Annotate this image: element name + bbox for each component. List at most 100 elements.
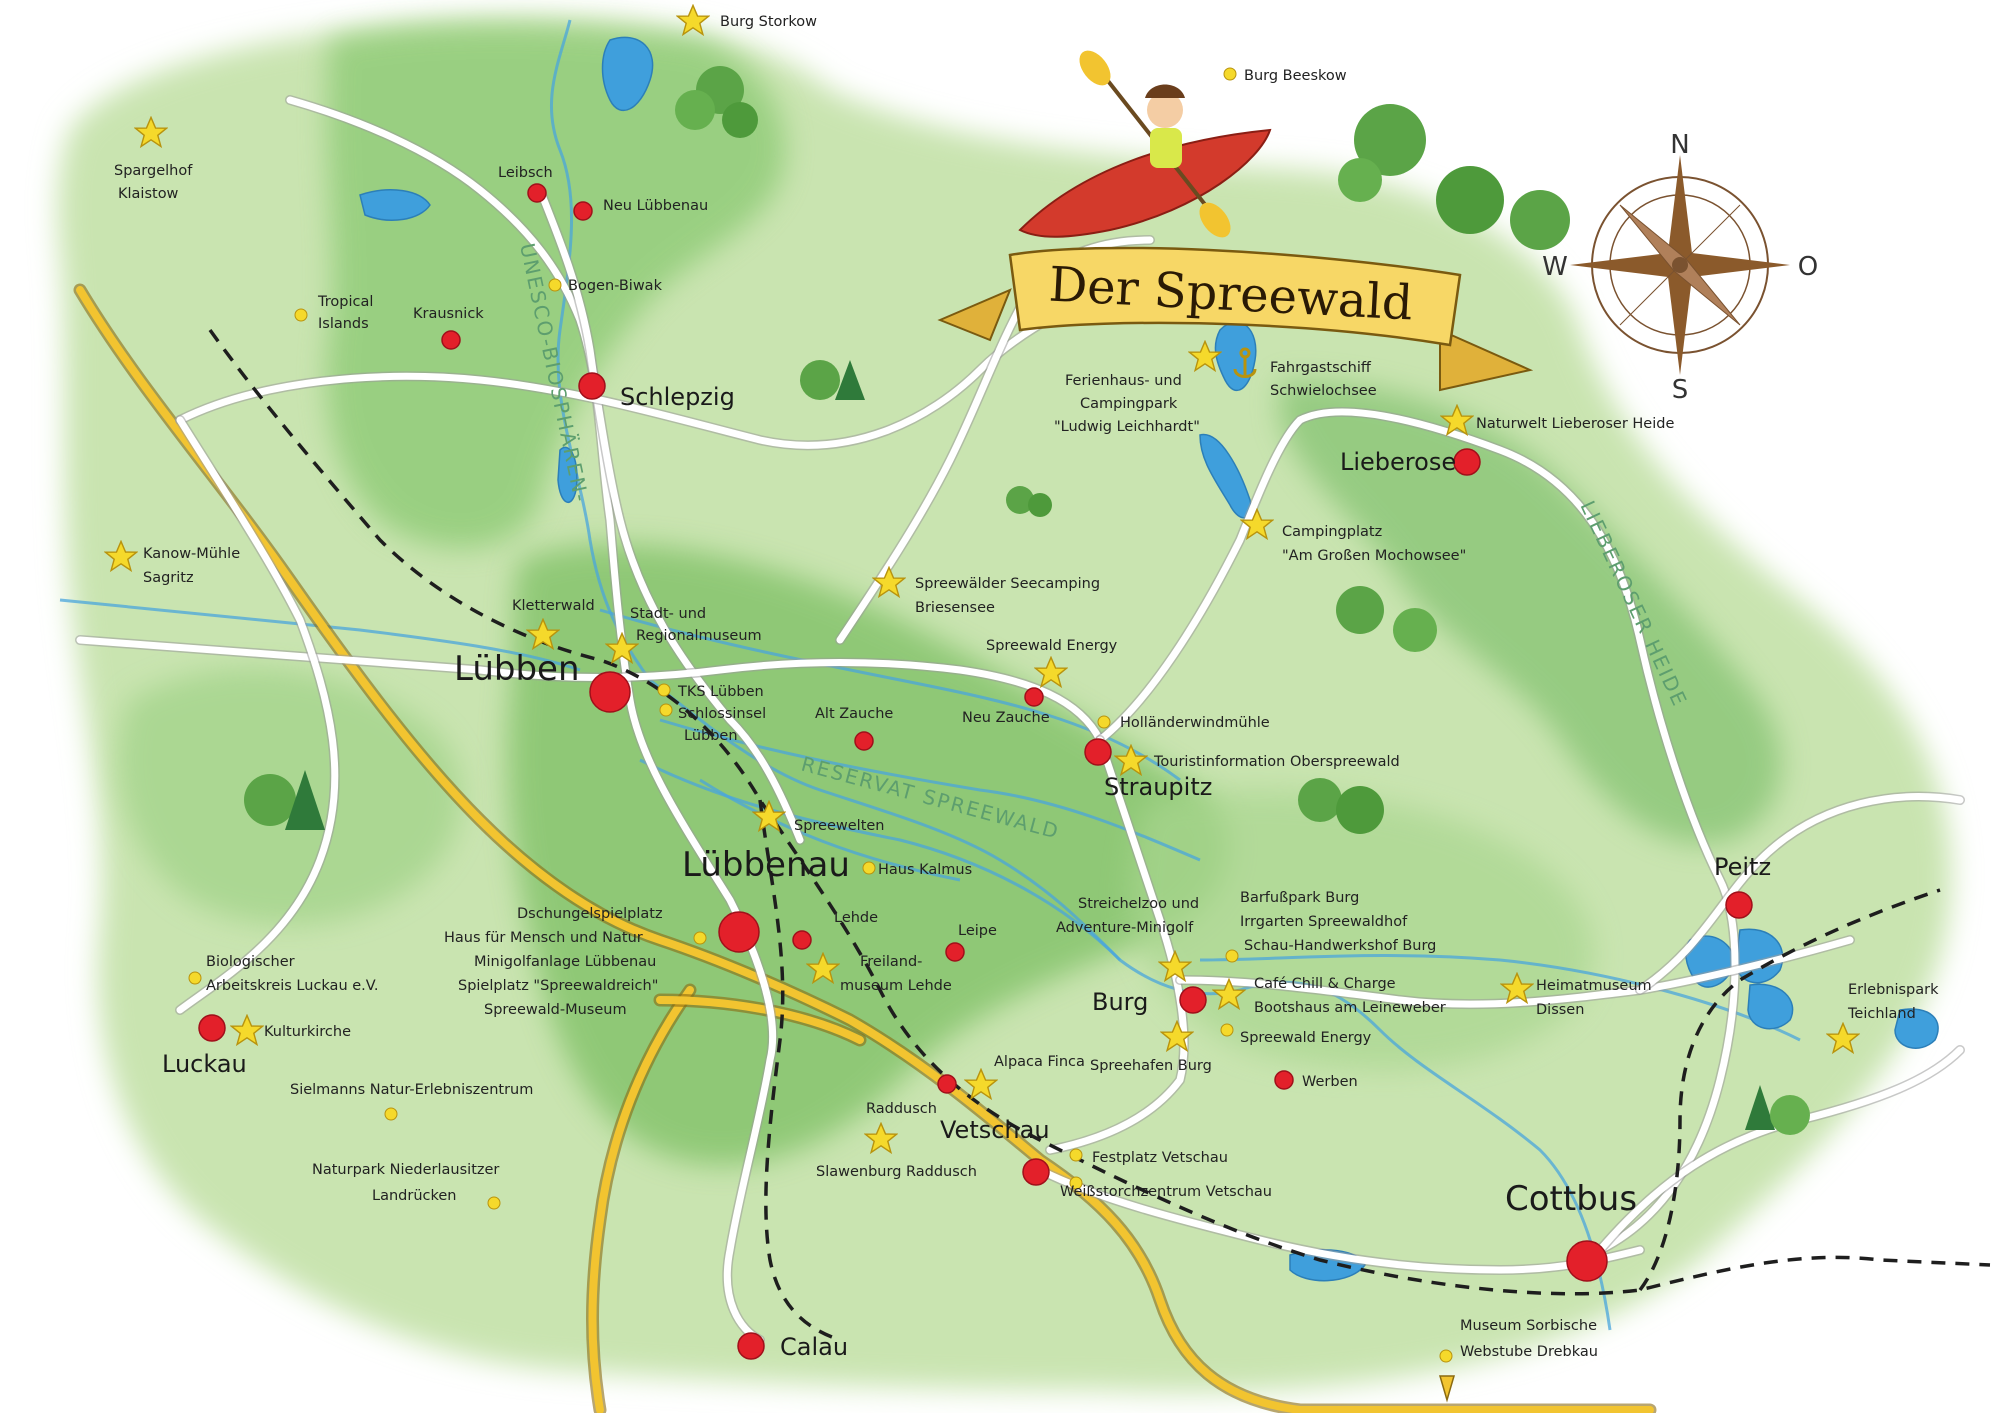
label-tks: TKS Lübben: [677, 684, 764, 700]
label-freiland-2: museum Lehde: [840, 978, 952, 994]
label-calau: Calau: [780, 1333, 848, 1361]
town-dot-lehde[interactable]: [792, 930, 812, 950]
label-bio: Biologischer: [206, 954, 295, 970]
label-bio-2: Arbeitskreis Luckau e.V.: [206, 978, 378, 994]
label-leibsch: Leibsch: [498, 165, 553, 181]
label-touristinfo: Touristinformation Oberspreewald: [1153, 754, 1400, 770]
label-neu-luebbenau: Neu Lübbenau: [603, 198, 708, 214]
poi-labels: Burg Storkow Burg Beeskow Spargelhof Kla…: [114, 14, 1939, 1360]
poi-dot[interactable]: [1069, 1148, 1083, 1162]
label-spargelhof-2: Klaistow: [118, 186, 179, 202]
tree-icon: [1745, 1085, 1810, 1135]
label-teich: Erlebnispark: [1848, 982, 1939, 998]
poi-dot[interactable]: [657, 683, 671, 697]
poi-dot[interactable]: [294, 308, 308, 322]
town-dot-peitz[interactable]: [1725, 891, 1753, 919]
poi-dot[interactable]: [1097, 715, 1111, 729]
poi-dot[interactable]: [1223, 67, 1237, 81]
label-sorbisch-2: Webstube Drebkau: [1460, 1344, 1598, 1360]
label-streichel: Streichelzoo und: [1078, 896, 1199, 912]
title-banner: Der Spreewald: [937, 246, 1534, 392]
poi-dot[interactable]: [384, 1107, 398, 1121]
town-dot-alt-zauche[interactable]: [854, 731, 874, 751]
poi-dot[interactable]: [548, 278, 562, 292]
poi-dot[interactable]: [659, 703, 673, 717]
label-burg: Burg: [1092, 988, 1148, 1016]
town-dot-luckau[interactable]: [198, 1014, 226, 1042]
label-ferien-3: "Ludwig Leichhardt": [1054, 419, 1200, 435]
town-markers: [198, 183, 1753, 1360]
label-slawenburg: Slawenburg Raddusch: [816, 1164, 977, 1180]
town-dot-krausnick[interactable]: [441, 330, 461, 350]
label-ferien-2: Campingpark: [1080, 396, 1178, 412]
compass-east: O: [1798, 252, 1818, 282]
railways: [208, 328, 1991, 1342]
poi-dot[interactable]: [188, 971, 202, 985]
label-luebbenau-1: Dschungelspielplatz: [517, 906, 663, 922]
poi-dot[interactable]: [693, 931, 707, 945]
town-dot-luebbenau[interactable]: [718, 911, 760, 953]
anchor-icon: [1233, 347, 1257, 378]
tree-icon: [800, 360, 865, 400]
label-lieberose: Lieberose: [1340, 448, 1456, 476]
town-dot-luebben[interactable]: [589, 671, 631, 713]
label-fahrgast-2: Schwielochsee: [1270, 383, 1377, 399]
town-dot-calau[interactable]: [737, 1332, 765, 1360]
label-heimat: Heimatmuseum: [1536, 978, 1652, 994]
town-dot-straupitz[interactable]: [1084, 738, 1112, 766]
label-schlossinsel-2: Lübben: [684, 728, 738, 744]
label-leipe: Leipe: [958, 923, 997, 939]
town-dot-werben[interactable]: [1274, 1070, 1294, 1090]
label-naturpark-2: Landrücken: [372, 1188, 456, 1204]
label-luckau: Luckau: [162, 1050, 247, 1078]
label-haus-kalmus: Haus Kalmus: [878, 862, 972, 878]
town-dot-leipe[interactable]: [945, 942, 965, 962]
label-luebbenau: Lübbenau: [682, 845, 850, 885]
label-cafe: Café Chill & Charge: [1254, 976, 1396, 992]
town-dot-vetschau[interactable]: [1022, 1158, 1050, 1186]
label-raddusch: Raddusch: [866, 1101, 937, 1117]
label-spreewald-energy: Spreewald Energy: [986, 638, 1118, 654]
compass-west: W: [1542, 252, 1568, 282]
town-dot-neu-zauche[interactable]: [1024, 687, 1044, 707]
poi-dot[interactable]: [1225, 949, 1239, 963]
label-cottbus: Cottbus: [1505, 1179, 1637, 1219]
tree-icon: [244, 770, 325, 830]
label-kanow-2: Sagritz: [143, 570, 194, 586]
compass-rose: N O S W: [1542, 130, 1818, 405]
town-labels: Lübben Lübbenau Cottbus Schlepzig Burg V…: [162, 165, 1771, 1361]
label-neu-zauche: Neu Zauche: [962, 710, 1050, 726]
label-spreehafen: Spreehafen Burg: [1090, 1058, 1212, 1074]
label-werben: Werben: [1302, 1074, 1358, 1090]
label-luebbenau-3: Minigolfanlage Lübbenau: [474, 954, 656, 970]
town-dot-neu-luebbenau[interactable]: [573, 201, 593, 221]
town-dot-raddusch[interactable]: [937, 1074, 957, 1094]
label-freiland: Freiland-: [860, 954, 922, 970]
label-burg-2: Irrgarten Spreewaldhof: [1240, 914, 1408, 930]
poi-dot[interactable]: [487, 1196, 501, 1210]
town-dot-burg[interactable]: [1179, 986, 1207, 1014]
label-windmuehle: Holländerwindmühle: [1120, 715, 1270, 731]
kayak-illustration: [1018, 50, 1272, 238]
town-dot-cottbus[interactable]: [1566, 1240, 1608, 1282]
label-tropical: Tropical: [317, 294, 373, 310]
tree-icon: [1338, 104, 1570, 250]
label-spreewelten: Spreewelten: [794, 818, 885, 834]
highways: [73, 283, 1657, 1413]
label-museum-2: Regionalmuseum: [636, 628, 762, 644]
label-burg-beeskow: Burg Beeskow: [1244, 68, 1347, 84]
highway-exit-marker: [1439, 1375, 1455, 1403]
label-burg-3: Schau-Handwerkshof Burg: [1244, 938, 1436, 954]
poi-dot[interactable]: [1220, 1023, 1234, 1037]
poi-dot[interactable]: [1439, 1349, 1453, 1363]
town-dot-lieberose[interactable]: [1453, 448, 1481, 476]
town-dot-leibsch[interactable]: [527, 183, 547, 203]
town-dot-schlepzig[interactable]: [578, 372, 606, 400]
label-naturpark: Naturpark Niederlausitzer: [312, 1162, 499, 1178]
label-seecamping: Spreewälder Seecamping: [915, 576, 1100, 592]
poi-dot[interactable]: [1069, 1176, 1083, 1190]
poi-dot[interactable]: [862, 861, 876, 875]
label-peitz: Peitz: [1714, 853, 1771, 881]
label-alpaca: Alpaca Finca: [994, 1054, 1085, 1070]
label-heimat-2: Dissen: [1536, 1002, 1584, 1018]
